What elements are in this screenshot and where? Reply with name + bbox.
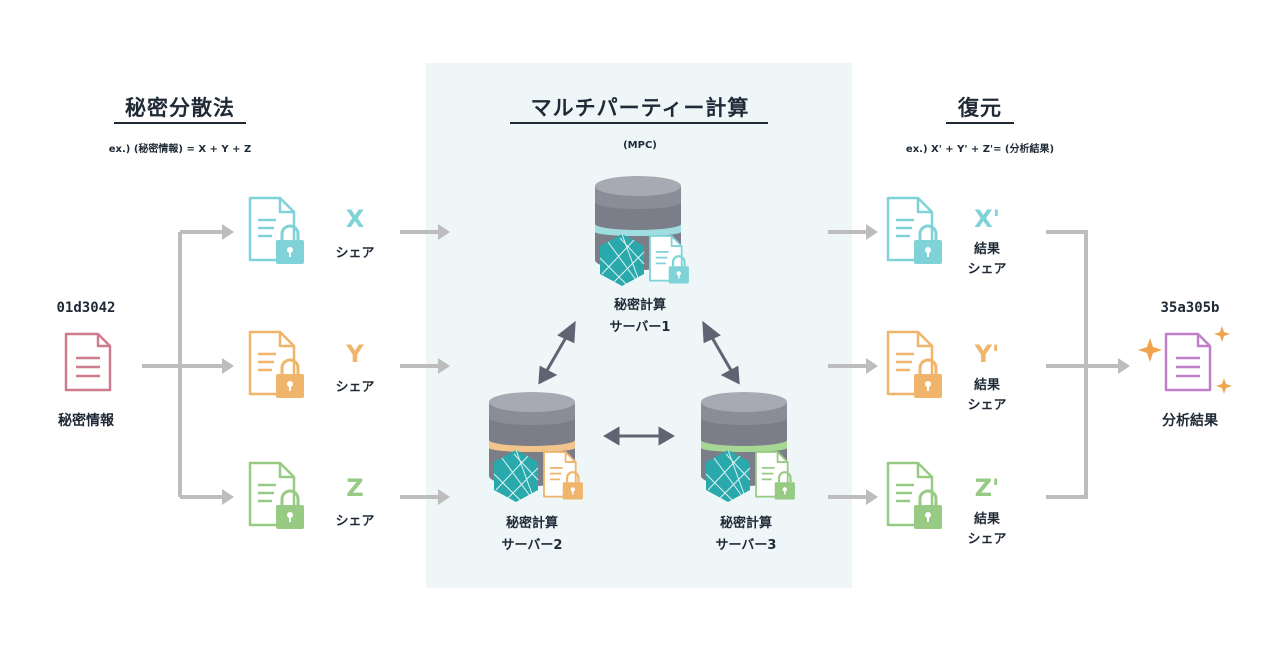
link-server1-server3 [708,333,734,373]
result-x-line1: 結果 [973,242,1000,257]
server1-label-line2: サーバー1 [609,320,671,335]
result-z-line2: シェア [967,532,1007,547]
share-z-label: シェア [335,514,375,529]
result-y-locked-doc-icon [886,330,942,398]
share-x-locked-doc-icon [248,196,304,264]
server2-label-line2: サーバー2 [501,538,563,553]
result-z-line1: 結果 [973,512,1000,527]
server-links [538,320,740,446]
flow-arrowheads [222,224,1130,505]
server1-database-icon [595,176,689,287]
sparkle-icons [1138,326,1232,394]
server-locked-doc-icon [755,451,795,500]
result-x-letter: X' [974,205,1000,233]
mpc-panel [426,63,852,588]
input-document-icon [64,332,112,392]
sparkle-icon-bottom [1216,378,1232,394]
result-y-line1: 結果 [973,378,1000,393]
share-y-letter: Y [346,340,364,368]
result-x-locked-doc-icon [886,196,942,264]
input-value: 01d3042 [56,300,116,316]
link-server1-server2 [544,333,570,373]
server3-database-icon [701,392,795,503]
server3-label-line1: 秘密計算 [719,516,772,531]
encrypted-hexagon-icon [705,449,751,503]
result-y-line2: シェア [967,398,1007,413]
mpc-underline [510,122,768,124]
server3-label-line2: サーバー3 [715,538,777,553]
restore-title: 復元 [958,96,1002,120]
share-x-label: シェア [335,246,375,261]
share-y-label: シェア [335,380,375,395]
sparkle-icon-left [1138,338,1162,362]
restore-example: ex.) X' + Y' + Z'= (分析結果) [905,144,1055,155]
restore-underline [946,122,1014,124]
secret-sharing-title: 秘密分散法 [125,96,235,120]
result-z-letter: Z' [974,474,1000,502]
encrypted-hexagon-icon [599,233,645,287]
input-label: 秘密情報 [58,413,114,429]
output-value: 35a305b [1160,300,1220,316]
result-y-letter: Y' [974,340,1000,368]
flow-arrows [142,230,1118,499]
mpc-title: マルチパーティー計算 [530,96,750,120]
server2-label-line1: 秘密計算 [505,516,558,531]
server2-database-icon [489,392,583,503]
share-x-letter: X [345,205,365,233]
output-document-icon [1164,332,1212,392]
result-z-locked-doc-icon [886,461,942,529]
share-y-locked-doc-icon [248,330,304,398]
share-z-letter: Z [346,474,364,502]
secret-sharing-underline [114,122,246,124]
server1-label-line1: 秘密計算 [613,298,666,313]
encrypted-hexagon-icon [493,449,539,503]
mpc-subtitle: (MPC) [623,140,657,151]
secret-sharing-example: ex.) (秘密情報) = X + Y + Z [108,144,252,155]
output-label: 分析結果 [1162,413,1218,429]
sparkle-icon-top [1214,326,1230,342]
result-x-line2: シェア [967,262,1007,277]
share-z-locked-doc-icon [248,461,304,529]
server-locked-doc-icon [543,451,583,500]
server-locked-doc-icon [649,235,689,284]
